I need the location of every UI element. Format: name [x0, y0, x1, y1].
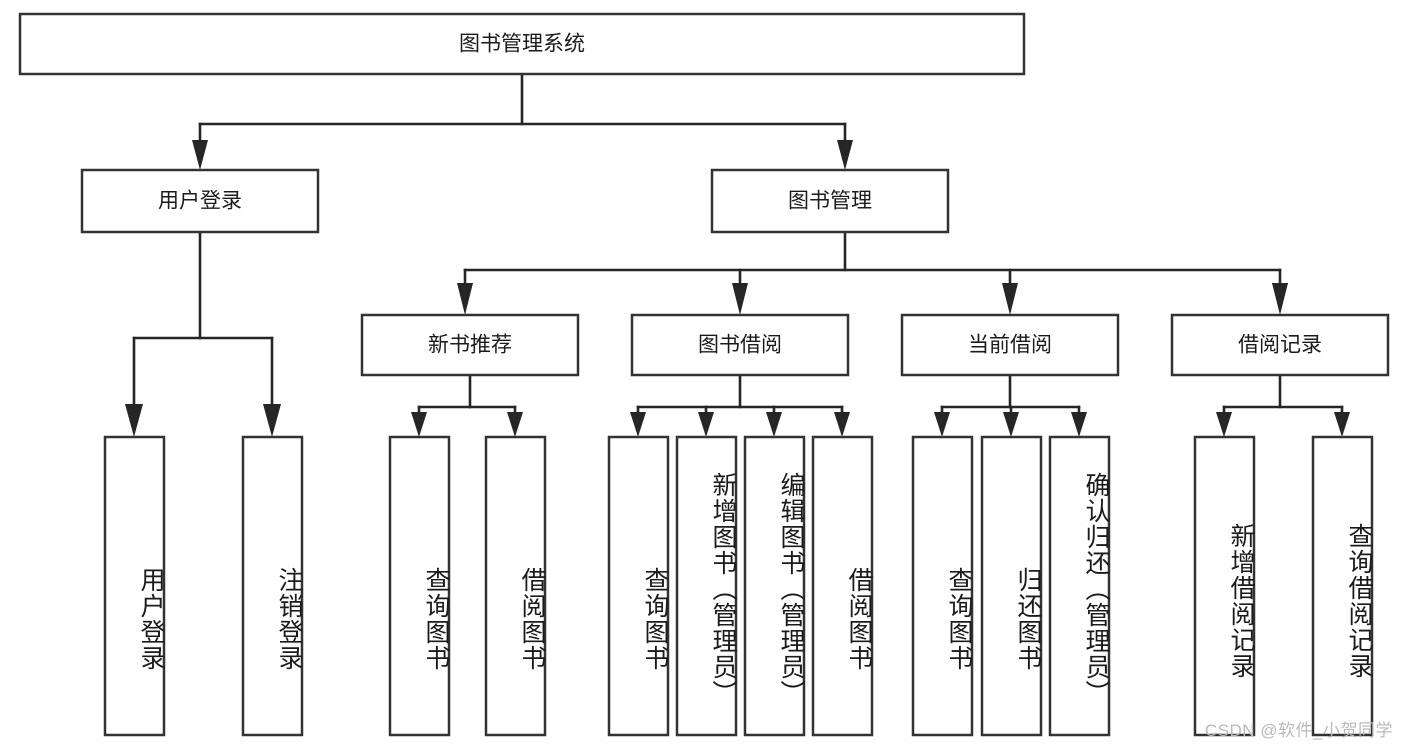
leaf-label-borrow-book-2: 借阅图书: [845, 567, 873, 671]
node-box-borrow-record[interactable]: [1170, 313, 1390, 377]
node-box-book-borrow[interactable]: [630, 313, 850, 377]
node-label-user-login: 用户登录: [158, 190, 242, 213]
leaf-label-confirm-return: 确认归还（管理员）: [1082, 472, 1110, 706]
leaf-box-edit-book[interactable]: [743, 435, 806, 737]
connector-user-login-to-leaves: [125, 230, 281, 437]
leaf-label-query-book-1: 查询图书: [422, 567, 450, 671]
node-box-root[interactable]: [18, 12, 1026, 76]
leaf-box-borrow-book-1[interactable]: [484, 435, 547, 737]
node-label-borrow-record: 借阅记录: [1238, 334, 1322, 357]
connector-borrow-record-to-leaves: [1216, 373, 1350, 437]
connector-book-management-to-level3: [457, 230, 1288, 315]
leaf-box-confirm-return[interactable]: [1048, 435, 1111, 737]
leaf-box-query-book-3[interactable]: [911, 435, 974, 737]
connector-current-borrow-to-leaves: [934, 373, 1087, 437]
node-box-current-borrow[interactable]: [900, 313, 1120, 377]
leaf-box-return-book[interactable]: [980, 435, 1043, 737]
leaf-box-query-book-2[interactable]: [607, 435, 670, 737]
leaf-label-query-book-3: 查询图书: [945, 567, 973, 671]
node-box-book-management[interactable]: [710, 168, 950, 234]
leaf-box-add-book[interactable]: [675, 435, 738, 737]
node-label-current-borrow: 当前借阅: [968, 334, 1052, 357]
node-box-new-book-recommend[interactable]: [360, 313, 580, 377]
leaf-box-query-book-1[interactable]: [388, 435, 451, 737]
leaf-box-query-record[interactable]: [1311, 435, 1374, 737]
connector-root-to-level2: [192, 72, 853, 170]
leaf-box-add-record[interactable]: [1193, 435, 1256, 737]
node-label-root: 图书管理系统: [459, 33, 585, 56]
leaf-label-borrow-book-1: 借阅图书: [518, 567, 546, 671]
node-label-book-management: 图书管理: [788, 190, 872, 213]
connector-book-borrow-to-leaves: [630, 373, 850, 437]
node-box-user-login[interactable]: [80, 168, 320, 234]
node-label-new-book-recommend: 新书推荐: [428, 334, 512, 357]
leaf-label-query-record: 查询借阅记录: [1345, 523, 1373, 679]
leaf-label-query-book-2: 查询图书: [641, 567, 669, 671]
leaf-label-logout: 注销登录: [275, 567, 303, 671]
connector-new-book-recommend-to-leaves: [411, 373, 523, 437]
leaf-label-return-book: 归还图书: [1014, 567, 1042, 671]
leaf-label-add-book: 新增图书（管理员）: [709, 472, 737, 706]
leaf-box-logout[interactable]: [241, 435, 304, 737]
leaf-label-add-record: 新增借阅记录: [1227, 523, 1255, 679]
leaf-box-user-login[interactable]: [103, 435, 166, 737]
node-label-book-borrow: 图书借阅: [698, 334, 782, 357]
leaf-box-borrow-book-2[interactable]: [811, 435, 874, 737]
leaf-label-user-login: 用户登录: [137, 567, 165, 671]
leaf-label-edit-book: 编辑图书（管理员）: [777, 472, 805, 706]
